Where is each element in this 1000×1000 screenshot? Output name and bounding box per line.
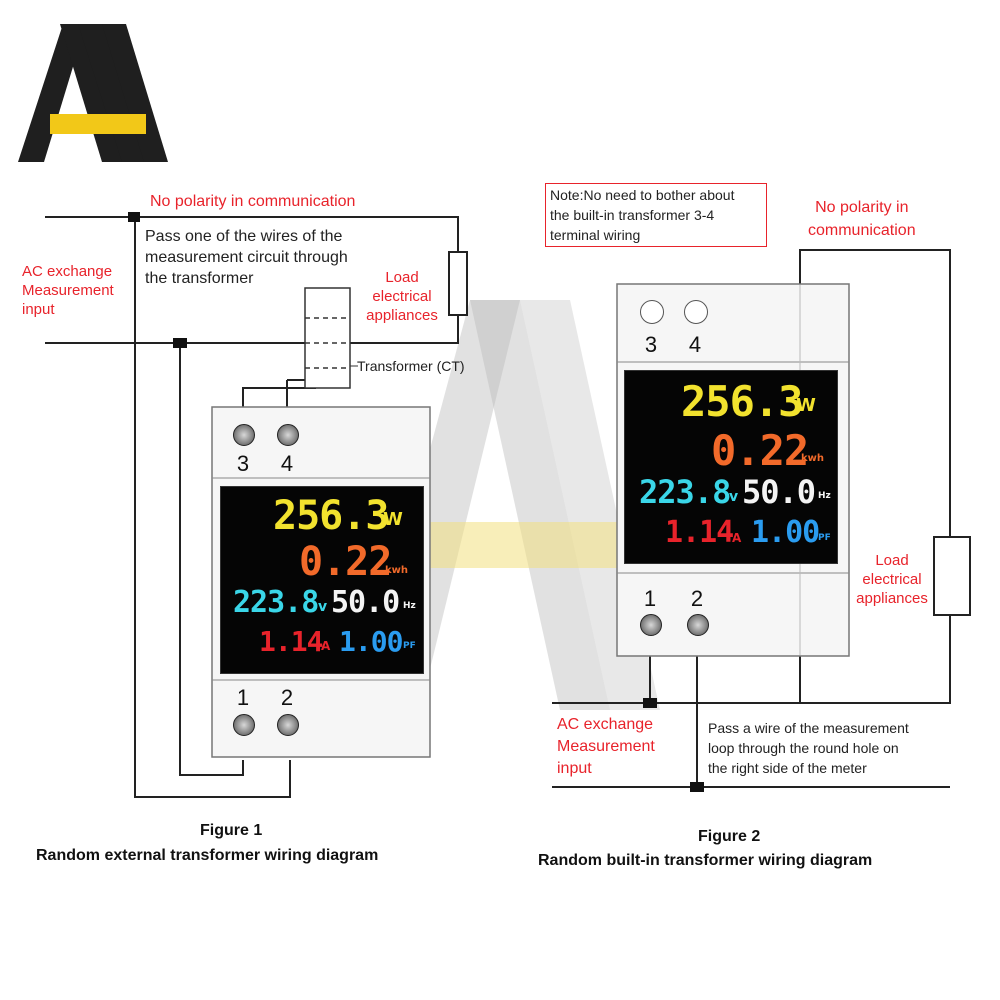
fig2-voltage-unit: v xyxy=(729,489,739,505)
fig2-power-value: 256.3 xyxy=(681,377,803,426)
fig1-pf-value: 1.00 xyxy=(339,625,403,658)
fig2-current-value: 1.14 xyxy=(665,515,734,550)
fig1-lcd-display: 256.3 W 0.22 kwh 223.8 v 50.0 Hz 1.14 A … xyxy=(220,486,424,674)
fig1-current-value: 1.14 xyxy=(259,625,323,658)
fig1-caption-title: Figure 1 xyxy=(200,822,263,839)
fig1-frequency-unit: Hz xyxy=(403,601,416,611)
fig2-screw-2 xyxy=(687,614,709,636)
fig1-no-polarity-label: No polarity in communication xyxy=(150,193,356,210)
fig2-power-unit: W xyxy=(796,395,816,416)
fig1-screw-1 xyxy=(233,714,255,736)
fig2-screw-1 xyxy=(640,614,662,636)
fig2-hole-4 xyxy=(684,300,708,324)
fig2-energy-unit: kwh xyxy=(801,453,825,464)
fig2-energy-value: 0.22 xyxy=(711,426,809,475)
fig1-caption-subtitle: Random external transformer wiring diagr… xyxy=(36,847,379,864)
fig2-pf-value: 1.00 xyxy=(751,515,820,550)
fig1-screw-4 xyxy=(277,424,299,446)
fig1-energy-unit: kwh xyxy=(385,565,409,576)
fig1-terminal-2-label: 2 xyxy=(280,685,294,710)
fig1-voltage-unit: v xyxy=(318,599,328,615)
fig2-lcd-display: 256.3 W 0.22 kwh 223.8 v 50.0 Hz 1.14 A … xyxy=(624,370,838,564)
fig2-terminal-1-label: 1 xyxy=(643,586,657,611)
fig1-terminal-3-label: 3 xyxy=(236,451,250,476)
fig2-terminal-4-label: 4 xyxy=(688,332,702,357)
fig1-current-unit: A xyxy=(321,639,331,653)
fig2-pf-unit: PF xyxy=(818,533,831,543)
fig1-power-value: 256.3 xyxy=(273,493,389,539)
fig2-hole-3 xyxy=(640,300,664,324)
fig1-voltage-value: 223.8 xyxy=(233,585,319,620)
fig2-voltage-value: 223.8 xyxy=(639,473,731,511)
fig2-frequency-unit: Hz xyxy=(818,491,831,501)
fig2-caption-subtitle: Random built-in transformer wiring diagr… xyxy=(538,852,873,869)
fig1-frequency-value: 50.0 xyxy=(331,585,400,620)
fig1-screw-2 xyxy=(277,714,299,736)
fig1-terminal-1-label: 1 xyxy=(236,685,250,710)
fig2-terminal-2-label: 2 xyxy=(690,586,704,611)
fig1-energy-value: 0.22 xyxy=(299,539,392,585)
brand-logo xyxy=(18,24,168,162)
fig1-screw-3 xyxy=(233,424,255,446)
fig1-terminal-4-label: 4 xyxy=(280,451,294,476)
fig2-frequency-value: 50.0 xyxy=(742,473,816,511)
fig2-current-unit: A xyxy=(732,531,742,545)
fig2-caption-title: Figure 2 xyxy=(698,828,761,845)
fig1-power-unit: W xyxy=(383,509,403,530)
fig2-terminal-3-label: 3 xyxy=(644,332,658,357)
fig1-pf-unit: PF xyxy=(403,641,416,651)
fig1-transformer-label: Transformer (CT) xyxy=(357,358,465,374)
